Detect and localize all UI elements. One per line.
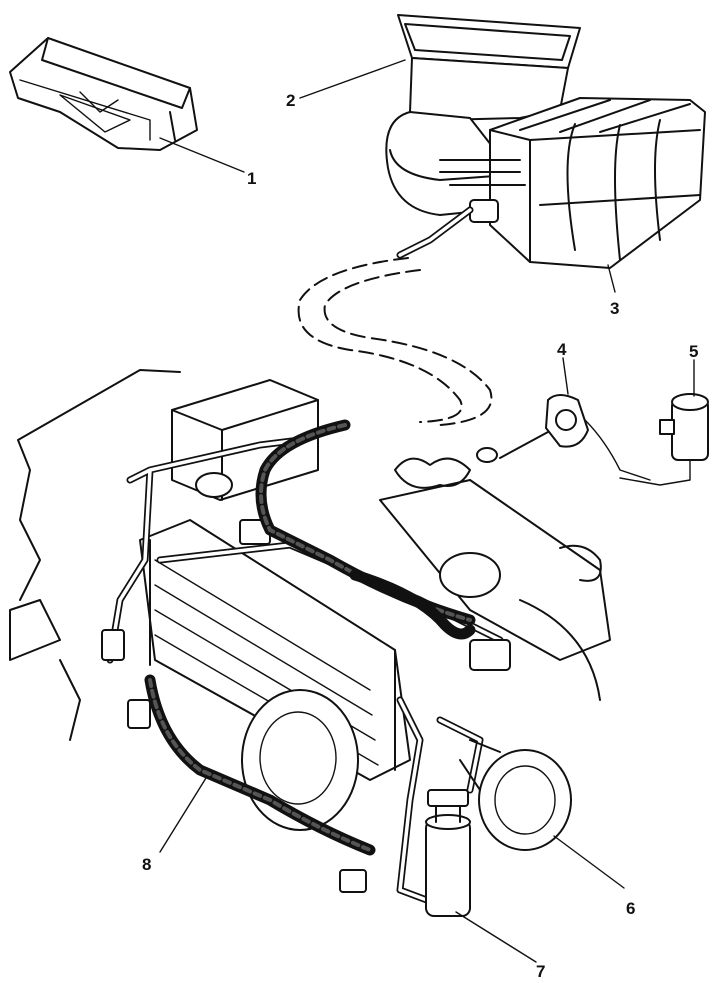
leader-line-6	[553, 835, 625, 889]
leader-line-7	[455, 911, 537, 963]
leader-line-1	[159, 137, 245, 173]
part-6-compressor	[459, 739, 572, 851]
part-5-pressure-switch	[619, 393, 709, 486]
dashed-hose-lower	[297, 257, 463, 423]
callout-7: 7	[536, 962, 545, 981]
callout-6: 6	[626, 899, 635, 918]
part-7-receiver-drier	[425, 789, 471, 917]
callout-5: 5	[689, 342, 698, 361]
leader-line-8	[159, 777, 207, 853]
callout-4: 4	[557, 340, 567, 359]
callout-1: 1	[247, 169, 256, 188]
callout-2: 2	[286, 91, 295, 110]
callout-3: 3	[610, 299, 619, 318]
part-3-evaporator-unit	[396, 97, 706, 269]
leader-line-4	[562, 357, 569, 395]
part-4-thermostat-switch	[476, 394, 651, 481]
flexible-hoses	[255, 419, 476, 640]
dashed-hose-upper	[323, 269, 493, 426]
part-8-discharge-hose	[144, 674, 376, 893]
leader-line-3	[607, 264, 616, 293]
leader-line-2	[299, 59, 406, 99]
part-2-blower-housing	[385, 14, 581, 216]
engine-bay-outline	[9, 369, 611, 831]
part-1-evaporator-cover	[9, 37, 198, 151]
callout-8: 8	[142, 855, 151, 874]
